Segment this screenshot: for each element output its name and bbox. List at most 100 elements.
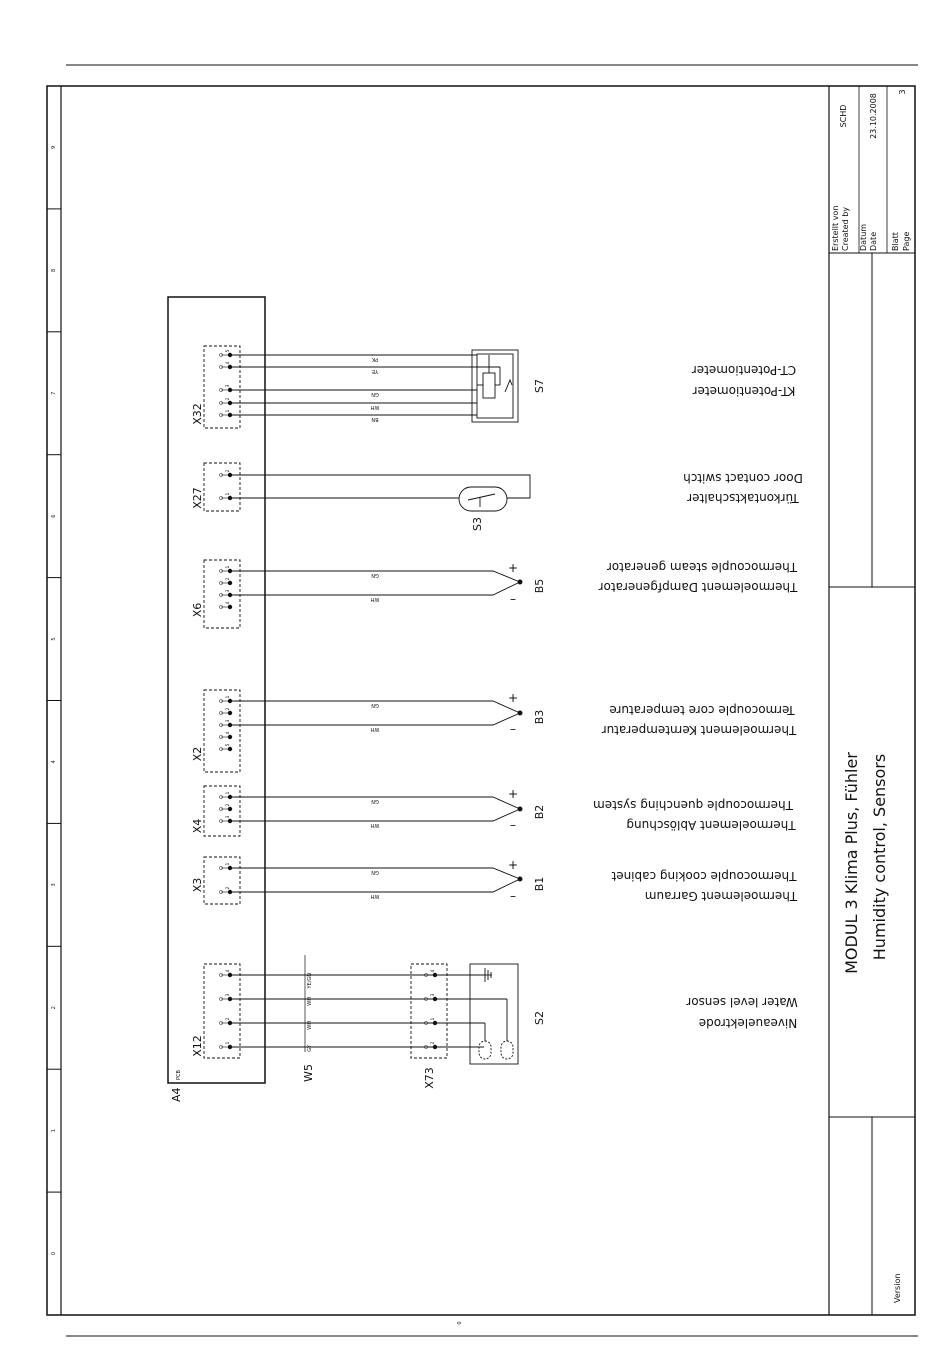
connector-x27-label: X27 <box>191 487 204 509</box>
date-label-en: Date <box>869 232 878 251</box>
b5-description-en: Thermocouple steam generator <box>607 560 798 574</box>
b5-plus: + <box>508 561 518 575</box>
pin-socket <box>219 365 223 369</box>
pin-socket <box>219 973 223 977</box>
pin-number: 2 <box>430 1041 436 1044</box>
bottom-mark: 0 <box>457 1321 463 1324</box>
b2-description-en: Thermocouple quenching system <box>593 798 794 812</box>
pin-socket <box>219 711 223 715</box>
b5-description-de: Thermoelement Dampfgenerator <box>599 580 799 594</box>
pin-number: 4 <box>225 601 231 604</box>
pin-number: 1 <box>225 1041 231 1044</box>
title-block: Erstellt von Created by SCHD Datum Date … <box>828 86 915 1315</box>
pin-number: 2 <box>225 397 231 400</box>
created-by-label-en: Created by <box>841 207 850 251</box>
wire-label-yegn: YE/GN <box>307 973 313 990</box>
pin-socket <box>219 569 223 573</box>
pin-number: 4 <box>225 731 231 734</box>
pin-number: 1 <box>225 409 231 412</box>
pin-socket <box>219 401 223 405</box>
pin-socket <box>219 413 223 417</box>
b2-minus: – <box>510 818 516 832</box>
pin-number: 3 <box>225 384 231 387</box>
created-by-label-de: Erstellt von <box>831 206 840 251</box>
b3-description-en: Termocouple core temperature <box>609 703 795 717</box>
wire-label-b2-wh: WH <box>370 822 379 828</box>
pin-socket <box>219 353 223 357</box>
pin-number: 3 <box>225 993 231 996</box>
connector-x3-label: X3 <box>191 878 204 893</box>
pin-socket <box>219 795 223 799</box>
pin-socket <box>219 593 223 597</box>
s3-description-de: Türkontaktschalter <box>687 491 800 505</box>
b5-label: B5 <box>533 579 546 594</box>
s7-label: S7 <box>533 379 546 393</box>
column-number: 2 <box>51 1006 57 1009</box>
pin-socket <box>219 807 223 811</box>
wire-label-b5-wh: WH <box>370 596 379 602</box>
pin-number: 5 <box>225 743 231 746</box>
board-sub-label: PCB <box>176 1069 182 1080</box>
column-number: 0 <box>51 1252 57 1255</box>
column-number: 1 <box>51 1129 57 1132</box>
board-label: A4 <box>170 1087 183 1102</box>
wire-label-b5-gn: GN <box>371 572 379 578</box>
version-label: Version <box>893 1274 902 1303</box>
wire-label-wh-1: WH <box>307 997 313 1006</box>
cable-w5-label: W5 <box>302 1064 315 1082</box>
wire-label-b1-gn: GN <box>371 869 379 875</box>
b3-plus: + <box>508 691 518 705</box>
pin-socket <box>219 1045 223 1049</box>
wire-label-wh-2: WH <box>307 1021 313 1030</box>
b1-label: B1 <box>533 877 546 892</box>
wires <box>230 354 531 1048</box>
water-level-sensor-s2-symbol <box>469 963 519 1065</box>
pin-number: 1 <box>225 695 231 698</box>
wire-label-b3-wh: WH <box>370 726 379 732</box>
wire-label-gy: GY <box>307 1044 313 1052</box>
pin-socket <box>219 997 223 1001</box>
wire-label-ye: YE <box>372 368 379 374</box>
pin-number: 1 <box>225 492 231 495</box>
pin-number: 1 <box>225 862 231 865</box>
pin-number: 3 <box>225 719 231 722</box>
connector-x32-label: X32 <box>191 403 204 425</box>
connector-x2-label: X2 <box>191 747 204 762</box>
pin-number: 3 <box>430 993 436 996</box>
s3-description-en: Door contact switch <box>683 471 803 485</box>
column-number: 6 <box>51 515 57 518</box>
pin-number: 1 <box>225 791 231 794</box>
door-switch-s3-symbol <box>458 486 508 512</box>
pin-number: 2 <box>225 577 231 580</box>
s2-description-de: Niveauelektrode <box>699 1016 798 1030</box>
pin-socket <box>219 723 223 727</box>
pin-number: 4 <box>225 361 231 364</box>
pin-number: 5 <box>225 349 231 352</box>
date-label-de: Datum <box>859 224 868 251</box>
page-label-en: Page <box>902 232 911 251</box>
pin-number: 2 <box>225 803 231 806</box>
pin-number: 2 <box>225 1017 231 1020</box>
drawing-title-line2: Humidity control, Sensors <box>870 754 889 960</box>
pin-number: 4 <box>430 969 436 972</box>
b3-description-de: Thermoelement Kerntemperatur <box>602 723 798 737</box>
s2-label: S2 <box>533 1011 546 1025</box>
s7-description-de: KT-Potentiometer <box>693 384 796 398</box>
thermocouple-symbols <box>517 579 523 882</box>
pin-socket <box>219 866 223 870</box>
b2-plus: + <box>508 787 518 801</box>
pin-number: 3 <box>225 589 231 592</box>
wire-label-b1-wh: WH <box>370 893 379 899</box>
pin-socket <box>219 819 223 823</box>
page-value: 3 <box>898 89 907 94</box>
s7-description-en: CT-Potentiometer <box>692 363 796 377</box>
wire-label-wh: WH <box>370 404 379 410</box>
pin-socket <box>219 605 223 609</box>
pin-number: 1 <box>225 565 231 568</box>
b1-description-de: Thermoelement Garraum <box>645 889 798 903</box>
pin-socket <box>219 890 223 894</box>
pin-number: 4 <box>225 969 231 972</box>
pin-socket <box>219 699 223 703</box>
pin-socket <box>219 747 223 751</box>
